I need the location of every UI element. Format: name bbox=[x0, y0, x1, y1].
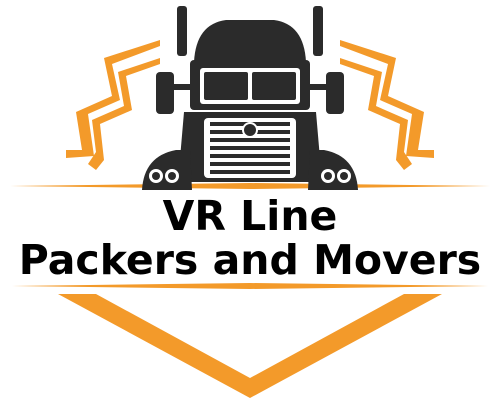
truck-right-fender bbox=[308, 150, 358, 190]
truck-right-mirror bbox=[326, 72, 344, 114]
truck-left-headlights bbox=[149, 169, 179, 183]
shield-chevron-band bbox=[96, 294, 404, 378]
shield-right-wing-outer bbox=[340, 40, 434, 158]
shield-chevron-inner bbox=[116, 300, 384, 372]
shield-left-wing-outer bbox=[66, 40, 160, 158]
shield-chevron-outer bbox=[58, 294, 442, 398]
truck-left-fender bbox=[142, 150, 192, 190]
truck-right-exhaust bbox=[313, 6, 323, 56]
shield-left-wing-inner bbox=[88, 58, 160, 170]
shield-upper-line bbox=[10, 183, 490, 189]
brand-name-line2: Packers and Movers bbox=[18, 236, 482, 284]
shield-emblem-icon bbox=[10, 40, 490, 398]
brand-name-line1: VR Line bbox=[162, 192, 338, 240]
truck-left-exhaust bbox=[177, 6, 187, 56]
truck-right-headlights bbox=[321, 169, 351, 183]
shield-right-wing-inner bbox=[340, 58, 412, 170]
shield-lower-line bbox=[12, 283, 488, 289]
truck-emblem bbox=[242, 122, 258, 138]
truck-front-icon bbox=[142, 6, 358, 190]
truck-left-mirror bbox=[156, 72, 174, 114]
truck-cab-roof bbox=[194, 20, 306, 62]
